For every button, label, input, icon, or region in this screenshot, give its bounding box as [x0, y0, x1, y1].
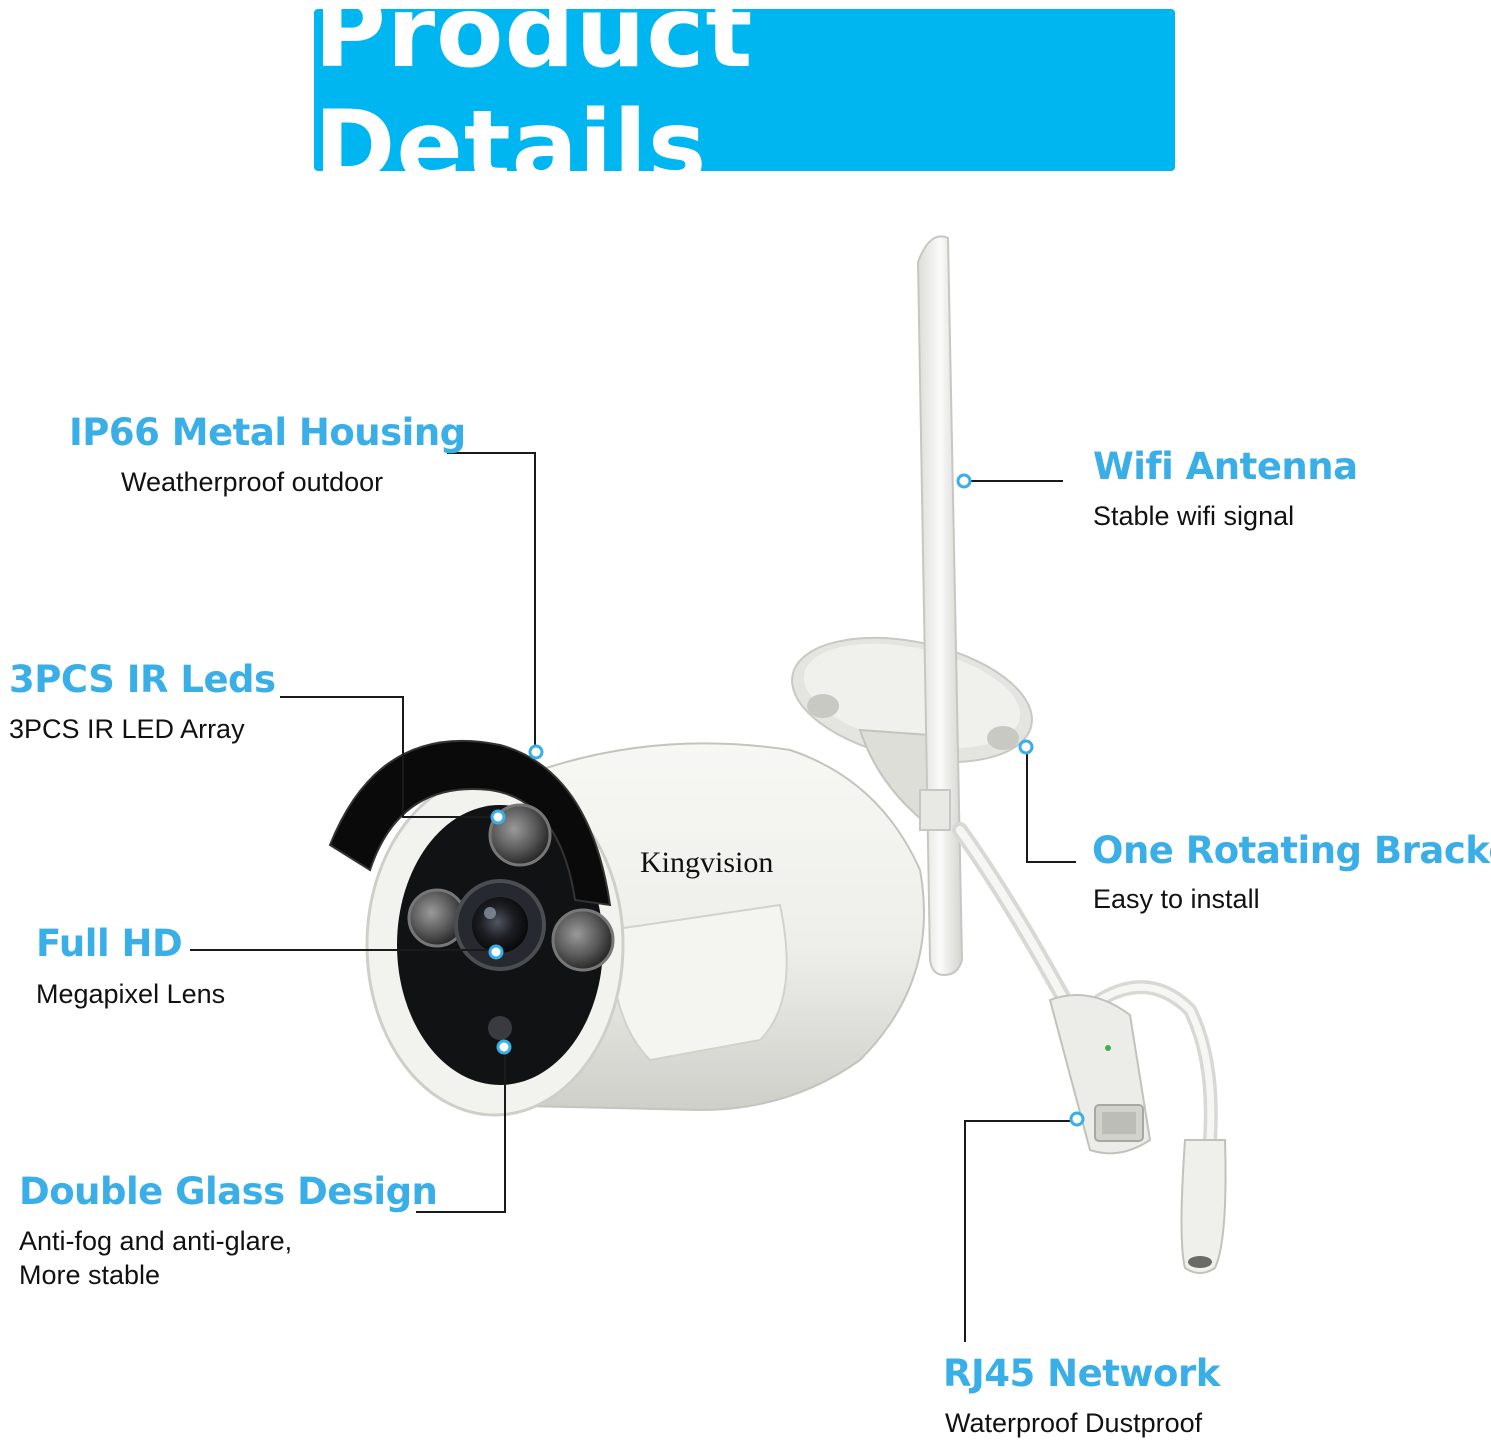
- feature-title-housing: IP66 Metal Housing: [69, 411, 466, 454]
- feature-desc-glass-line1: Anti-fog and anti-glare,: [19, 1226, 293, 1256]
- feature-desc-housing: Weatherproof outdoor: [121, 467, 384, 497]
- feature-desc-full-hd: Megapixel Lens: [36, 979, 226, 1009]
- feature-desc-wifi: Stable wifi signal: [1093, 501, 1295, 531]
- camera-brand-logo: Kingvision: [640, 846, 773, 879]
- rj45-cable-illustration: [952, 822, 1227, 1274]
- camera-body-illustration: [328, 739, 925, 1117]
- feature-title-ir-leds: 3PCS IR Leds: [9, 658, 276, 701]
- product-details-banner: Product Details: [314, 0, 1175, 204]
- feature-title-bracket: One Rotating Bracket: [1092, 829, 1491, 872]
- feature-desc-ir-leds: 3PCS IR LED Array: [9, 714, 245, 744]
- feature-title-wifi: Wifi Antenna: [1093, 445, 1358, 488]
- banner-title: Product Details: [314, 0, 754, 204]
- callout-dots: [488, 473, 1085, 1127]
- feature-desc-rj45: Waterproof Dustproof: [945, 1408, 1203, 1438]
- feature-title-full-hd: Full HD: [36, 922, 183, 965]
- feature-title-glass: Double Glass Design: [19, 1170, 438, 1213]
- feature-desc-glass-line2: More stable: [19, 1260, 161, 1290]
- callout-lines: [190, 452, 1077, 1342]
- wifi-antenna-illustration: [916, 235, 964, 977]
- feature-title-rj45: RJ45 Network: [943, 1352, 1220, 1395]
- feature-desc-bracket: Easy to install: [1093, 884, 1260, 914]
